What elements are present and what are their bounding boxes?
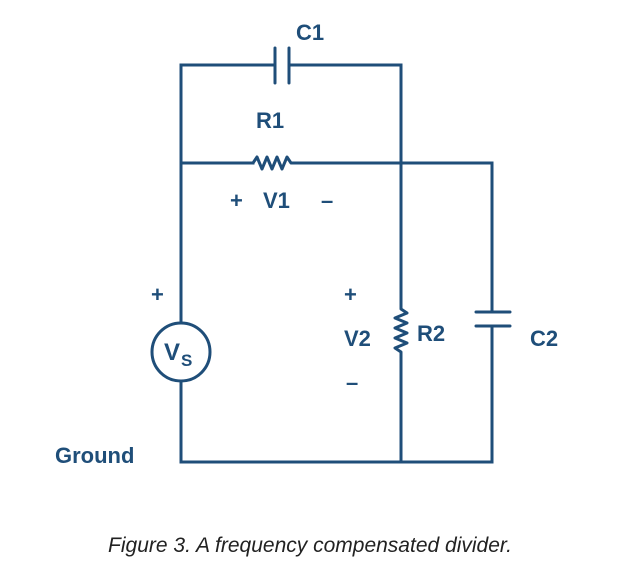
- r2-zigzag: [393, 304, 409, 358]
- vs-circle: [150, 321, 212, 383]
- r2-label: R2: [417, 321, 445, 346]
- wires: [179, 63, 494, 464]
- voltage-source-vs: V S +: [150, 282, 212, 383]
- v2-minus-sign: –: [346, 370, 358, 395]
- ground-label: Ground: [55, 443, 134, 468]
- v2-plus-sign: +: [344, 282, 357, 307]
- vs-plus-sign: +: [151, 282, 164, 307]
- c1-label: C1: [296, 20, 324, 45]
- v1-minus-sign: –: [321, 188, 333, 213]
- capacitor-c1: C1: [273, 20, 324, 85]
- vs-label-main: V: [164, 339, 180, 366]
- v1-plus-sign: +: [230, 188, 243, 213]
- r1-label: R1: [256, 108, 284, 133]
- c2-label: C2: [530, 326, 558, 351]
- r1-zigzag: [251, 155, 296, 171]
- capacitor-c2: C2: [474, 310, 558, 351]
- vs-label-sub: S: [181, 351, 192, 370]
- v2-label: V2: [344, 326, 371, 351]
- resistor-r2: R2: [393, 304, 445, 358]
- resistor-r1: R1: [251, 108, 296, 171]
- v1-label: V1: [263, 188, 290, 213]
- figure-caption: Figure 3. A frequency compensated divide…: [108, 534, 512, 557]
